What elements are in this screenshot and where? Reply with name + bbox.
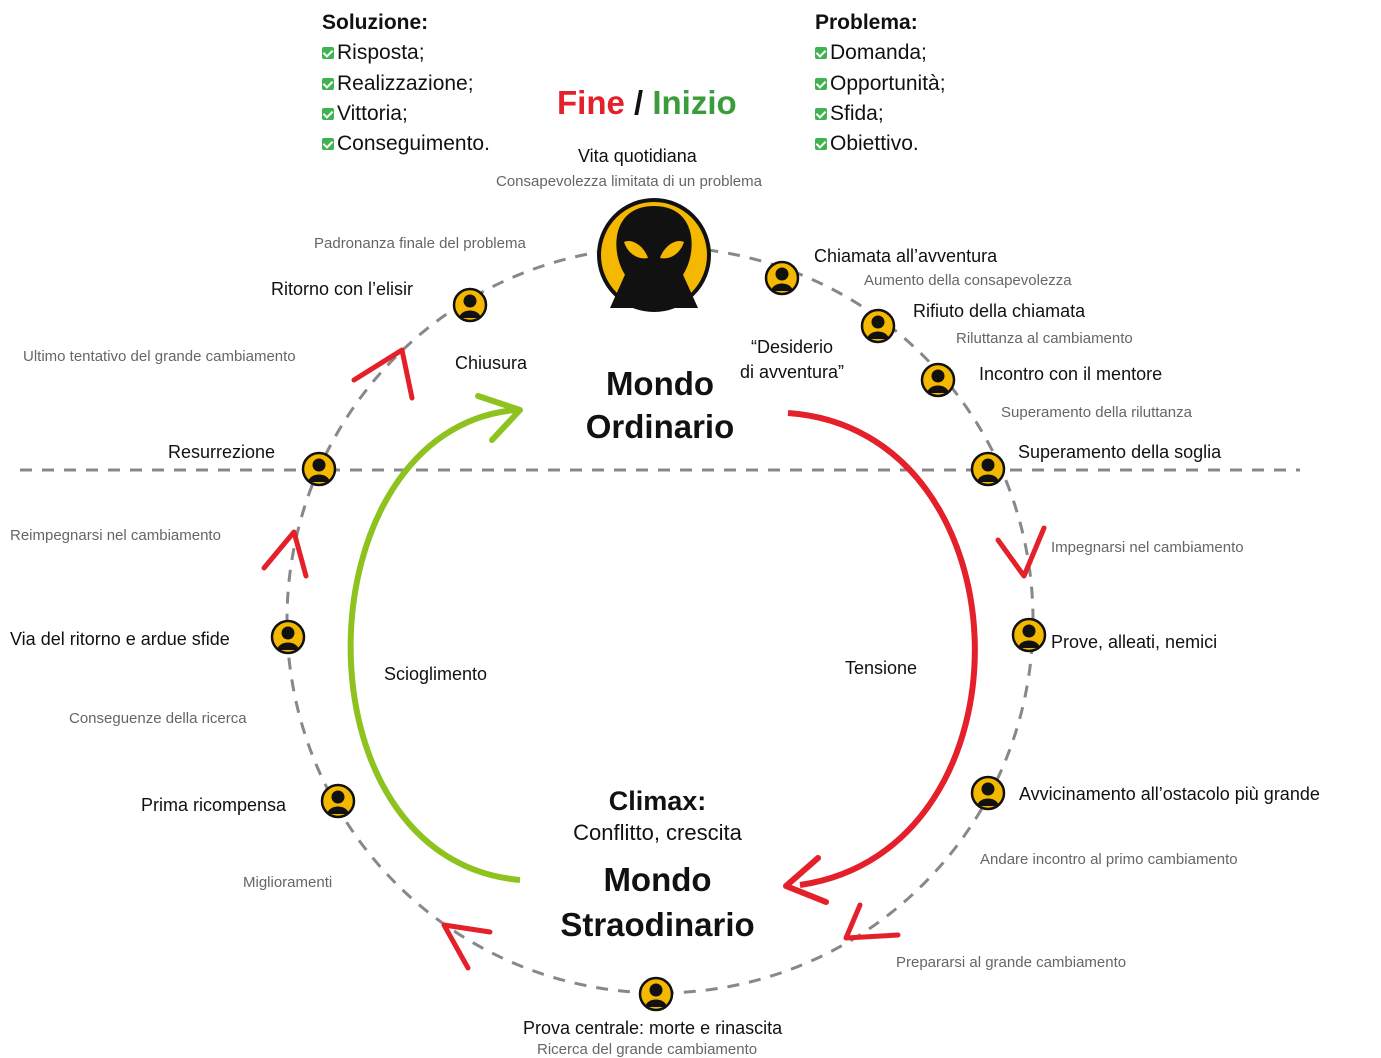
stage-icon-reward: [320, 783, 356, 819]
stage-mentor-sub: Superamento della riluttanza: [1001, 404, 1192, 421]
stage-icon-threshold: [970, 451, 1006, 487]
stage-ordeal-sub: Ricerca del grande cambiamento: [537, 1041, 758, 1058]
resolution-arc: [347, 407, 521, 883]
stage-ordeal: Prova centrale: morte e rinascita: [523, 1018, 783, 1038]
direction-arrow-last-attempt: [351, 347, 415, 401]
climax-title: Climax:: [608, 786, 707, 816]
stage-call-sub: Aumento della consapevolezza: [864, 272, 1072, 289]
stage-icon-call: [764, 260, 800, 296]
stage-threshold-sub: Impegnarsi nel cambiamento: [1051, 539, 1244, 556]
direction-arrow-prepare: [843, 902, 901, 941]
desire-label: “Desiderio di avventura”: [740, 337, 845, 383]
solution-item: Realizzazione;: [322, 73, 474, 94]
stage-reward: Prima ricompensa: [141, 795, 287, 815]
stage-refusal-sub: Riluttanza al cambiamento: [956, 330, 1133, 347]
check-icon: [815, 46, 827, 59]
stage-icon-approach: [970, 775, 1006, 811]
check-icon: [322, 107, 334, 120]
tension-label: Tensione: [845, 658, 918, 678]
stage-refusal: Rifiuto della chiamata: [913, 301, 1086, 321]
resolution-label: Scioglimento: [384, 664, 488, 684]
solution-item: Vittoria;: [322, 103, 408, 124]
check-icon: [322, 137, 334, 150]
check-icon: [815, 107, 827, 120]
direction-arrow-recommit: [261, 529, 309, 579]
stage-tests: Prove, alleati, nemici: [1051, 632, 1218, 652]
stage-icon-tests: [1011, 617, 1047, 653]
stage-last-attempt-sub: Ultimo tentativo del grande cambiamento: [23, 348, 296, 365]
stage-road-back: Via del ritorno e ardue sfide: [10, 629, 230, 649]
stage-icon-resurrection: [301, 451, 337, 487]
stage-threshold: Superamento della soglia: [1018, 442, 1222, 462]
solution-title: Soluzione:: [322, 11, 429, 34]
stage-icon-road-back: [270, 619, 306, 655]
stage-icon-mentor: [920, 362, 956, 398]
stage-mentor: Incontro con il mentore: [979, 364, 1163, 384]
tension-arc: [787, 410, 978, 888]
direction-arrow-threshold: [995, 525, 1047, 579]
stage-return: Ritorno con l’elisir: [271, 279, 414, 299]
stage-ordinary-life-sub: Consapevolezza limitata di un problema: [496, 173, 762, 190]
hero-alien-icon: [597, 198, 711, 312]
stage-approach: Avvicinamento all’ostacolo più grande: [1019, 784, 1320, 804]
stage-mastery-sub: Padronanza finale del problema: [314, 235, 526, 252]
stage-approach-sub: Andare incontro al primo cambiamento: [980, 851, 1238, 868]
resolution-arrowhead: [475, 393, 523, 443]
closure-label: Chiusura: [455, 353, 528, 373]
problem-item: Opportunità;: [815, 73, 946, 94]
stage-icon-ordeal: [638, 976, 674, 1012]
check-icon: [322, 46, 334, 59]
stage-icon-refusal: [860, 308, 896, 344]
stage-ordinary-life: Vita quotidiana: [578, 146, 697, 166]
stage-recommit-sub: Reimpegnarsi nel cambiamento: [10, 527, 221, 544]
solution-item: Risposta;: [322, 42, 425, 63]
stage-call: Chiamata all’avventura: [814, 246, 998, 266]
cycle-title: Fine / Inizio: [557, 84, 737, 121]
problem-item: Obiettivo.: [815, 133, 919, 154]
climax-sub: Conflitto, crescita: [573, 820, 742, 845]
solution-item: Conseguimento.: [322, 133, 490, 154]
check-icon: [815, 77, 827, 90]
stage-icon-return: [452, 287, 488, 323]
problem-item: Sfida;: [815, 103, 884, 124]
stage-consequences-sub: Conseguenze della ricerca: [69, 710, 247, 727]
check-icon: [322, 77, 334, 90]
direction-arrow-improve: [441, 922, 493, 971]
problem-title: Problema:: [815, 11, 918, 34]
special-world-label: Mondo Straodinario: [560, 861, 755, 943]
ordinary-world-label: Mondo Ordinario: [585, 365, 735, 445]
stage-improve-sub: Miglioramenti: [243, 874, 333, 891]
check-icon: [815, 137, 827, 150]
stage-prepare-sub: Prepararsi al grande cambiamento: [896, 954, 1127, 971]
stage-resurrection: Resurrezione: [168, 442, 276, 462]
tension-arrowhead: [783, 855, 829, 905]
problem-item: Domanda;: [815, 42, 927, 63]
